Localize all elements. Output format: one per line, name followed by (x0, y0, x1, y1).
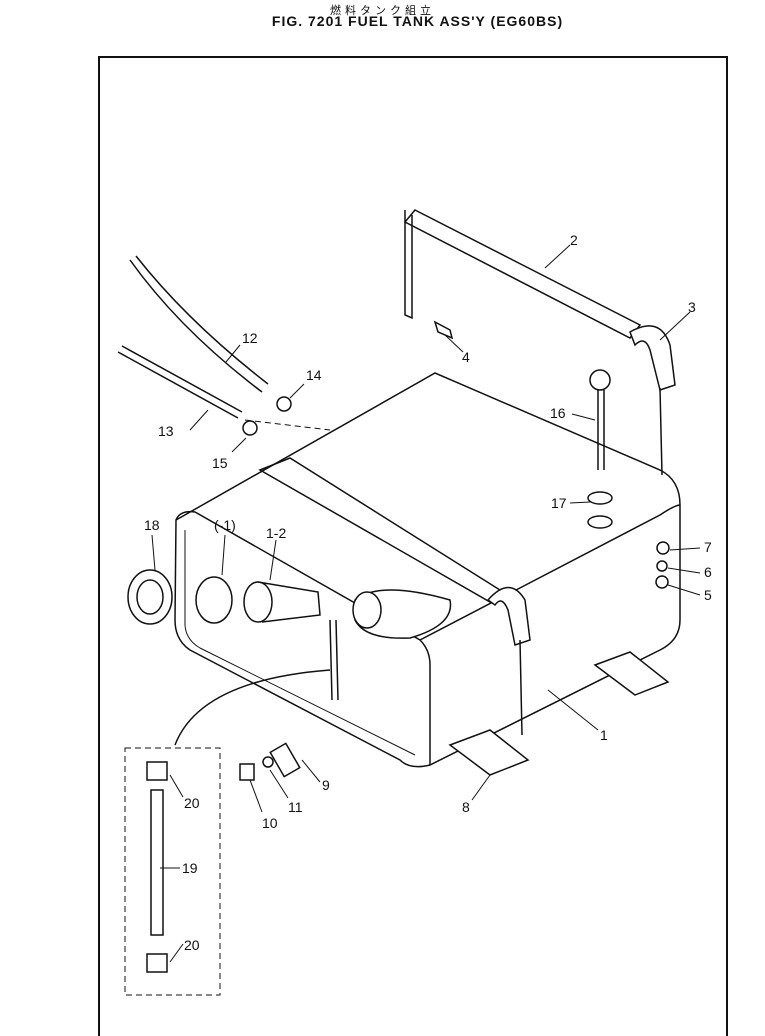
drawing-frame (98, 56, 728, 1036)
hoses (117, 255, 331, 431)
callout-label: 2 (570, 232, 578, 248)
callout-label: 19 (182, 860, 198, 876)
callout-label: 9 (322, 777, 330, 793)
callout-label: (-1) (214, 517, 236, 533)
callout-label: 3 (688, 299, 696, 315)
callout-label: 12 (242, 330, 258, 346)
fuel-tank (174, 372, 681, 768)
callout-label: 1 (600, 727, 608, 743)
callout-label: 20 (184, 937, 200, 953)
callout-label: 18 (144, 517, 160, 533)
callout-label: 11 (288, 799, 303, 815)
tank-straps (258, 209, 676, 736)
fuel-gauge-sender (587, 369, 613, 529)
leader-lines (151, 244, 701, 963)
figure-title: FIG. 7201 FUEL TANK ASS'Y (EG60BS) (271, 13, 564, 29)
callout-label: 15 (212, 455, 228, 471)
callout-label: 13 (158, 423, 174, 439)
callout-label: 5 (704, 587, 712, 603)
callout-label: 7 (704, 539, 712, 555)
callout-label: 14 (306, 367, 322, 383)
callout-label: 6 (704, 564, 712, 580)
callout-label: 20 (184, 795, 200, 811)
callout-numbers: 2 3 4 12 14 13 15 16 17 18 (-1) 1-2 7 6 … (144, 232, 712, 953)
hose-clamp-14 (276, 396, 292, 412)
base-rails (448, 651, 670, 776)
figure-title-japanese: 燃料タンク組立 (330, 4, 435, 17)
drain-line (174, 619, 339, 781)
callout-label: 4 (462, 349, 470, 365)
callout-label: 8 (462, 799, 470, 815)
callout-label: 10 (262, 815, 278, 831)
callout-label: 1-2 (266, 525, 286, 541)
callout-label: 16 (550, 405, 566, 421)
filler-cap-and-strainer (127, 569, 452, 639)
callout-label: 17 (551, 495, 567, 511)
level-gauge-inset (124, 747, 221, 996)
hose-clamp-15 (242, 420, 258, 436)
